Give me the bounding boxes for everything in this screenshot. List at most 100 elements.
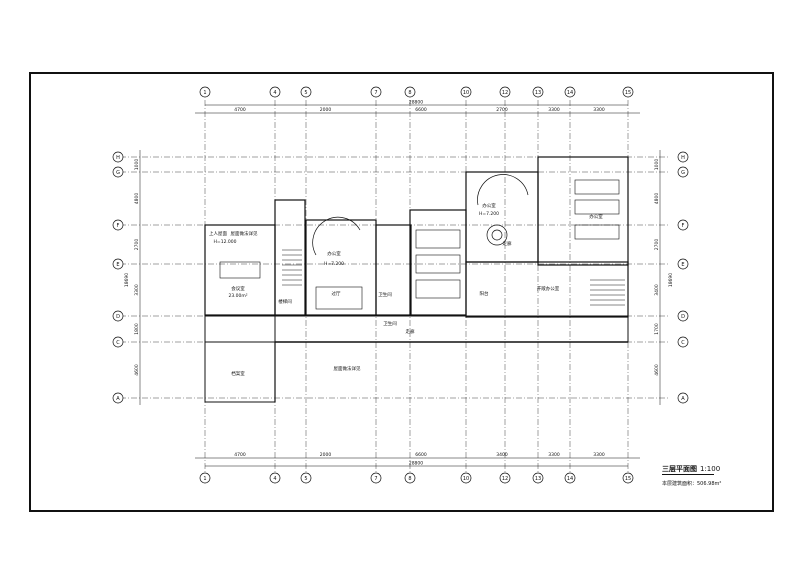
room-label: H=7.200	[324, 261, 344, 267]
dim-text-bottom_spans-1: 2000	[320, 452, 332, 458]
room-label: 楼梯间	[278, 298, 292, 305]
axis-label-bottom-5: 5	[304, 476, 307, 482]
axis-bubble-top-5	[300, 86, 312, 98]
dim-text-bottom_spans-0: 4700	[234, 452, 246, 458]
axis-bubble-top-1	[199, 86, 211, 98]
west-archive-block	[204, 315, 276, 403]
room-label: 卫生间	[383, 320, 397, 327]
corridor-band	[204, 315, 629, 343]
axis-bubble-top-8	[404, 86, 416, 98]
room-label: H=12.000	[214, 239, 237, 245]
office-block-northeast	[537, 156, 629, 266]
room-label: 阳台	[480, 290, 489, 297]
axis-label-right-C: C	[681, 340, 685, 346]
axis-bubble-bottom-8	[404, 472, 416, 484]
axis-label-top-12: 12	[502, 90, 508, 96]
dim-text-left_spans-0: 1000	[134, 159, 140, 171]
axis-label-left-G: G	[116, 170, 120, 176]
dim-text-top_spans-4: 3300	[548, 107, 560, 113]
axis-label-top-14: 14	[567, 90, 573, 96]
floor-area-note: 本层建筑面积：506.98m²	[662, 481, 722, 487]
axis-bubble-top-7	[370, 86, 382, 98]
dim-text-top_spans-3: 2700	[496, 107, 508, 113]
stair-treads	[282, 249, 625, 306]
workstation-row-6	[574, 224, 620, 240]
room-label: 开敞办公室	[537, 285, 560, 292]
axis-label-bottom-4: 4	[273, 476, 276, 482]
room-label: 办公室	[482, 202, 496, 209]
axis-label-right-D: D	[681, 314, 685, 320]
dim-text-right_spans-0: 1000	[654, 159, 660, 171]
axis-bubble-right-D	[677, 310, 689, 322]
axis-bubble-left-G	[112, 166, 124, 178]
axis-label-bottom-14: 14	[567, 476, 573, 482]
dim-text-bottom_spans-4: 3300	[548, 452, 560, 458]
axis-bubble-bottom-1	[199, 472, 211, 484]
dim-text-top_spans-0: 4700	[234, 107, 246, 113]
axis-bubble-right-A	[677, 392, 689, 404]
west-meeting-block	[204, 224, 276, 316]
axis-label-bottom-13: 13	[535, 476, 541, 482]
axis-bubble-bottom-12	[499, 472, 511, 484]
room-label: 卫生间	[378, 291, 392, 298]
workstation-row-7	[315, 286, 363, 310]
room-label: 上人屋面	[209, 230, 227, 237]
axis-label-right-E: E	[681, 262, 684, 268]
axis-label-right-A: A	[681, 396, 685, 402]
dim-text-bottom_spans-5: 3300	[593, 452, 605, 458]
axis-bubble-top-10	[460, 86, 472, 98]
room-label: 屋面做法详见	[231, 230, 258, 237]
axis-bubble-top-12	[499, 86, 511, 98]
dim-text-top_spans-1: 2000	[320, 107, 332, 113]
axis-label-top-15: 15	[625, 90, 631, 96]
conference-table	[219, 261, 261, 279]
axis-bubble-bottom-10	[460, 472, 472, 484]
axis-label-bottom-7: 7	[374, 476, 377, 482]
office-block-center	[409, 209, 467, 316]
axis-bubble-bottom-15	[622, 472, 634, 484]
room-label: 走廊	[406, 328, 415, 335]
workstation-row-5	[574, 199, 620, 215]
axis-label-right-G: G	[681, 170, 685, 176]
axis-label-left-C: C	[116, 340, 120, 346]
axis-label-top-5: 5	[304, 90, 307, 96]
dim-total-right_total: 18690	[668, 273, 674, 287]
axis-label-bottom-15: 15	[625, 476, 631, 482]
room-label: 23.00m²	[228, 293, 247, 299]
axis-label-left-D: D	[116, 314, 120, 320]
dim-text-right_spans-1: 4800	[654, 193, 660, 205]
room-label: 档案室	[231, 370, 245, 377]
workstation-row-1	[415, 229, 461, 249]
axis-bubble-left-H	[112, 151, 124, 163]
axis-bubble-bottom-14	[564, 472, 576, 484]
axis-label-left-A: A	[116, 396, 120, 402]
axis-label-top-10: 10	[463, 90, 469, 96]
room-label: 办公室	[589, 213, 603, 220]
axis-bubble-left-F	[112, 219, 124, 231]
workstation-row-2	[415, 254, 461, 274]
axis-bubble-right-C	[677, 336, 689, 348]
axis-bubble-top-13	[532, 86, 544, 98]
room-label: 屋面做法详见	[334, 365, 361, 372]
axis-label-left-F: F	[117, 223, 120, 229]
axis-label-left-E: E	[116, 262, 119, 268]
drawing-sheet-frame	[29, 72, 774, 512]
curved-desk-east	[477, 174, 529, 206]
axis-label-top-4: 4	[273, 90, 276, 96]
dim-text-top_spans-2: 6600	[415, 107, 427, 113]
axis-label-right-F: F	[682, 223, 685, 229]
room-label: 走廊	[503, 240, 512, 247]
workstation-row-3	[415, 279, 461, 299]
dim-text-left_spans-1: 4800	[134, 193, 140, 205]
dim-text-left_spans-2: 2700	[134, 239, 140, 251]
axis-bubble-right-F	[677, 219, 689, 231]
axis-bubble-left-A	[112, 392, 124, 404]
axis-bubble-top-14	[564, 86, 576, 98]
axis-label-bottom-10: 10	[463, 476, 469, 482]
round-table-inner	[491, 229, 503, 241]
axis-label-top-7: 7	[374, 90, 377, 96]
